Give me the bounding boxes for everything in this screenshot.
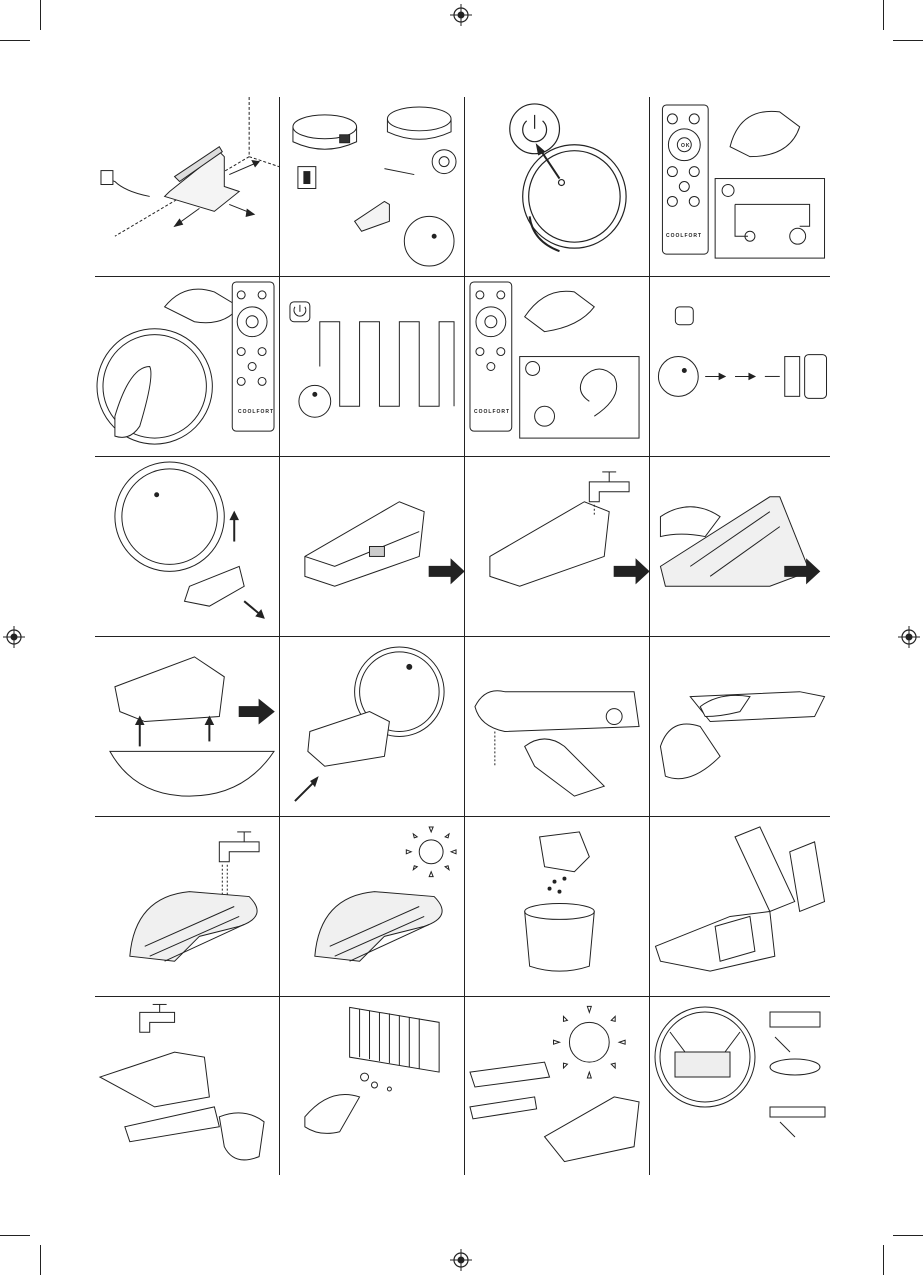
wipe-tank-icon — [650, 637, 830, 816]
panel-tap-filter — [280, 997, 465, 1175]
registration-mark-icon — [3, 626, 25, 648]
crop-mark — [40, 1245, 41, 1275]
remote-control-icon — [650, 97, 830, 276]
panel-dry-cloth — [280, 817, 465, 997]
panel-start-cleaning: COOLFORT — [95, 277, 280, 457]
fill-tank-faucet-icon — [465, 457, 649, 636]
spiral-path-icon — [465, 277, 649, 456]
panel-power-switch — [280, 97, 465, 277]
crop-mark — [0, 40, 30, 41]
zigzag-path-icon — [280, 277, 464, 456]
rinse-cloth-icon — [95, 817, 279, 996]
panel-remove-tank — [95, 457, 280, 637]
panel-dry-filter — [465, 997, 650, 1175]
tap-filter-icon — [280, 997, 464, 1175]
wash-filter-icon — [95, 997, 279, 1175]
panel-zigzag-path — [280, 277, 465, 457]
illustration-grid: COOLFORT OK COOLFORT — [95, 97, 830, 1175]
insert-tank-icon — [280, 637, 464, 816]
panel-docking-station — [95, 97, 280, 277]
panel-wipe-tank — [650, 637, 830, 817]
power-button-icon — [465, 97, 649, 276]
panel-attach-cloth — [650, 457, 830, 637]
empty-dustbin-icon — [465, 817, 649, 996]
edge-cleaning-icon — [650, 277, 830, 456]
crop-mark — [883, 1245, 884, 1275]
panel-remote-dock: COOLFORT OK — [650, 97, 830, 277]
crop-mark — [883, 0, 884, 30]
robot-switch-icon — [280, 97, 464, 276]
water-tank-icon — [280, 457, 464, 636]
unplug-tank-icon — [465, 637, 649, 816]
clean-brushes-icon — [650, 997, 830, 1175]
ok-label: OK — [681, 143, 691, 149]
panel-fill-tank — [465, 457, 650, 637]
open-filter-icon — [650, 817, 830, 996]
start-cleaning-icon — [95, 277, 279, 456]
crop-mark — [893, 40, 923, 41]
crop-mark — [0, 1235, 30, 1236]
registration-mark-icon — [450, 1249, 472, 1271]
remote-brand-label: COOLFORT — [238, 409, 274, 415]
panel-unplug-tank — [465, 637, 650, 817]
panel-insert-tank — [280, 637, 465, 817]
crop-mark — [893, 1235, 923, 1236]
panel-spot-cleaning: COOLFORT — [465, 277, 650, 457]
panel-open-filter — [650, 817, 830, 997]
sun-dry-filter-icon — [465, 997, 649, 1175]
panel-rinse-cloth — [95, 817, 280, 997]
remove-tank-icon — [95, 457, 279, 636]
remote-brand-label: COOLFORT — [474, 409, 510, 415]
remote-brand-label: COOLFORT — [666, 233, 702, 239]
panel-clean-brushes — [650, 997, 830, 1175]
panel-water-tank — [280, 457, 465, 637]
attach-cloth-icon — [650, 457, 830, 636]
panel-wash-filter — [95, 997, 280, 1175]
mount-bracket-icon — [95, 637, 279, 816]
crop-mark — [40, 0, 41, 30]
registration-mark-icon — [898, 626, 920, 648]
sun-dry-cloth-icon — [280, 817, 464, 996]
panel-empty-dustbin — [465, 817, 650, 997]
panel-edge-cleaning — [650, 277, 830, 457]
docking-station-icon — [95, 97, 279, 276]
panel-power-button — [465, 97, 650, 277]
panel-mount-bracket — [95, 637, 280, 817]
registration-mark-icon — [450, 4, 472, 26]
